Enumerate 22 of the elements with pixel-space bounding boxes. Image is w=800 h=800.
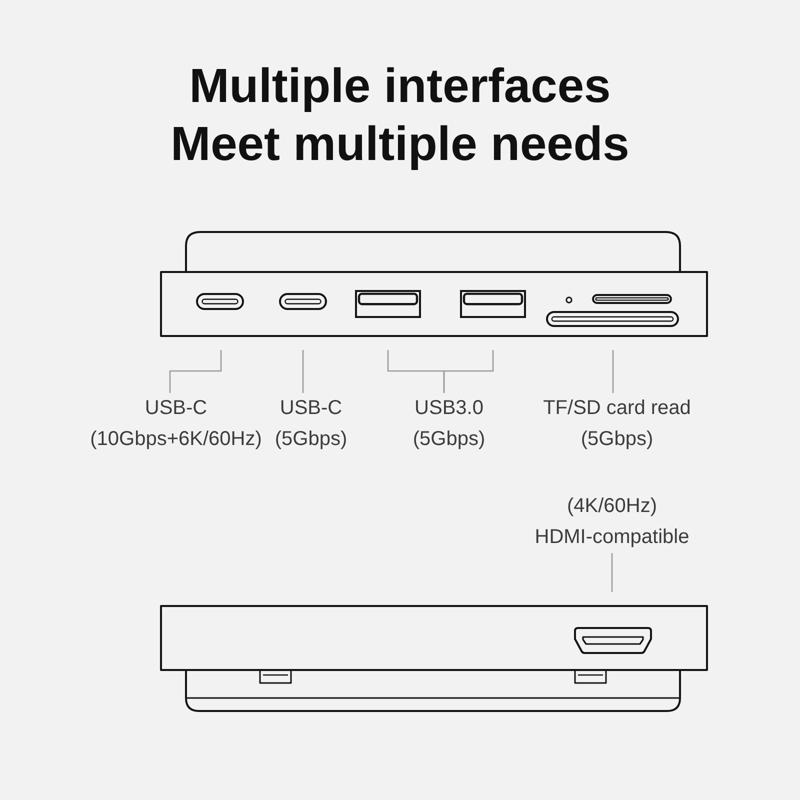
- leader-line: [169, 350, 222, 393]
- leader-line: [302, 350, 304, 393]
- usb-a-port: [460, 290, 526, 318]
- port-name: USB-C: [280, 396, 342, 421]
- port-name: USB-C: [144, 396, 208, 421]
- port-name: HDMI-compatible: [534, 525, 690, 550]
- port-spec: (5Gbps): [580, 427, 654, 452]
- port-spec: (5Gbps): [412, 427, 486, 452]
- usb-c-port: [196, 293, 244, 310]
- port-name: USB3.0: [414, 396, 484, 421]
- port-name: TF/SD card read: [543, 396, 691, 421]
- port-spec: (5Gbps): [274, 427, 348, 452]
- usb-c-port: [279, 293, 327, 310]
- card-slots: [546, 294, 679, 327]
- leader-line: [611, 553, 613, 592]
- usb-a-port: [355, 290, 421, 318]
- port-spec: (4K/60Hz): [566, 494, 657, 519]
- port-spec: (10Gbps+6K/60Hz): [90, 427, 262, 452]
- leader-line: [443, 350, 494, 393]
- hdmi-port: [574, 627, 652, 654]
- title: Multiple interfaces Meet multiple needs: [170, 59, 630, 173]
- leader-line: [612, 350, 614, 393]
